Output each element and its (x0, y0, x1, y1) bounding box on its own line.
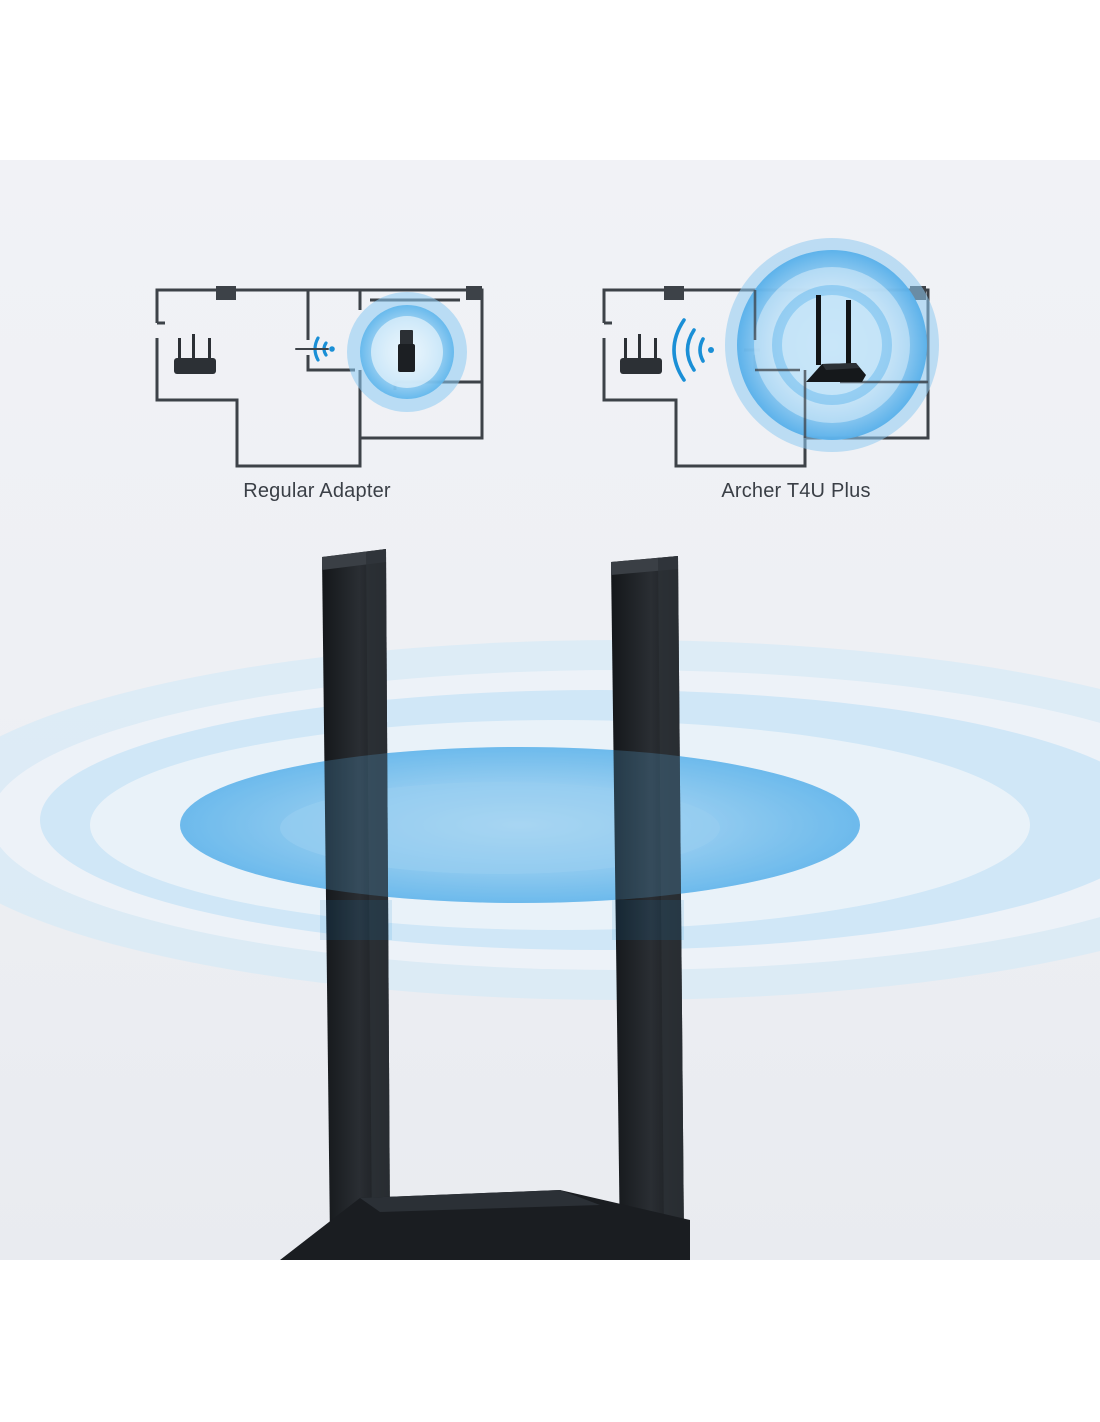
usb-adapter-icon (398, 330, 415, 372)
archer-t4u-plus-label: Archer T4U Plus (721, 480, 871, 502)
ripple-overlay (180, 747, 860, 940)
dual-antenna-adapter-icon (806, 295, 866, 382)
archer-coverage (725, 238, 939, 452)
wifi-signal-icon (295, 336, 335, 362)
wifi-signal-icon-strong (672, 318, 714, 382)
comparison-panel: Regular Adapter Archer T4U Plus (0, 160, 1100, 1260)
regular-floorplan-corners (216, 286, 482, 300)
regular-adapter-label: Regular Adapter (243, 480, 391, 502)
archer-antennas-hero (280, 549, 690, 1260)
illustration-canvas (0, 238, 1100, 1260)
router-icon-right (620, 334, 662, 374)
router-icon (174, 334, 216, 374)
